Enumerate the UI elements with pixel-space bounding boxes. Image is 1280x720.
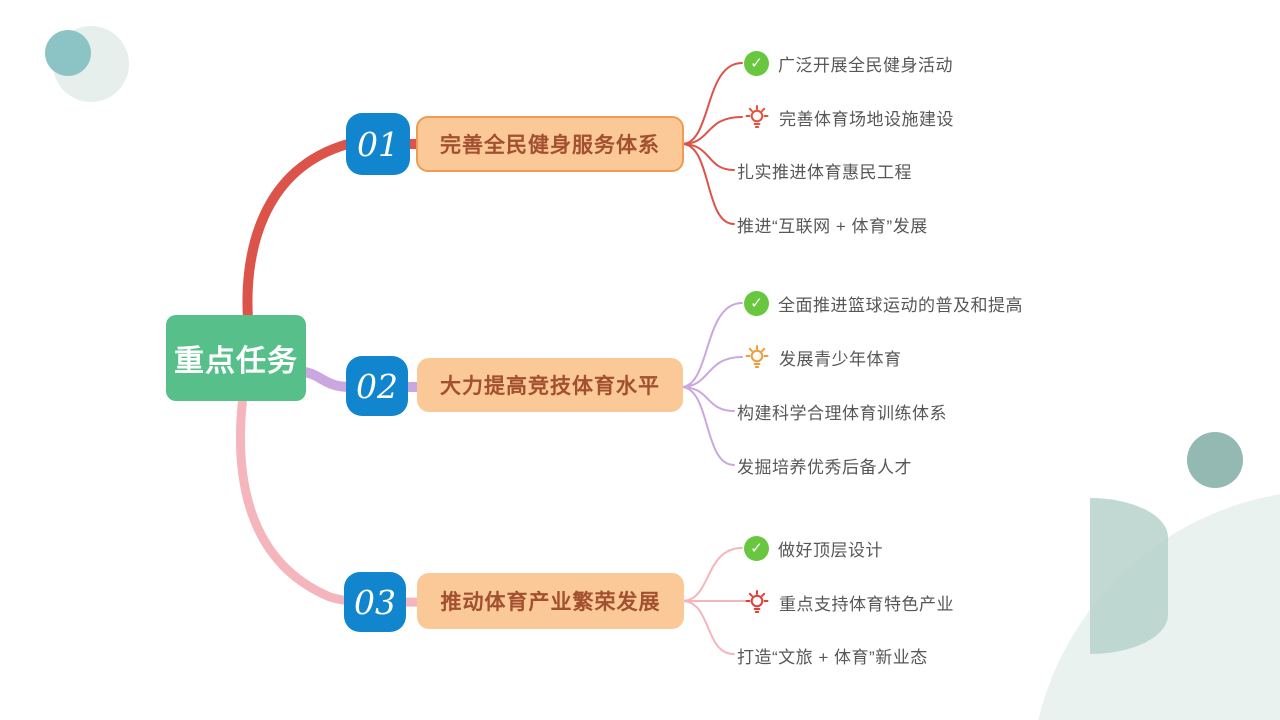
- bulb-icon: [745, 345, 769, 368]
- leaf-label: 发掘培养优秀后备人才: [737, 457, 912, 477]
- bulb-icon: [745, 105, 769, 128]
- branch1-leaf-2: 完善体育场地设施建设: [744, 102, 954, 132]
- branch2-number-box: 02: [346, 356, 408, 416]
- branch2-leaf1-line: [680, 302, 743, 388]
- check-icon: ✓: [744, 535, 769, 561]
- branch3-number-box: 03: [344, 572, 406, 632]
- branch1-leaf1-line: [681, 62, 743, 145]
- branch2-leaf4-line: [680, 386, 735, 466]
- branch1-title-box: 完善全民健身服务体系: [416, 116, 684, 172]
- leaf-label: 做好顶层设计: [778, 540, 883, 560]
- decor-half-circle-right: [1090, 498, 1168, 654]
- leaf-label: 构建科学合理体育训练体系: [737, 403, 947, 423]
- leaf-label: 广泛开展全民健身活动: [778, 55, 953, 75]
- branch2-leaf-1: ✓ 全面推进篮球运动的普及和提高: [744, 288, 1023, 318]
- branch1-leaf-4: 推进“互联网 + 体育”发展: [737, 209, 928, 239]
- branch3-number: 03: [354, 582, 396, 622]
- branch1-leaf3-line: [681, 143, 735, 171]
- branch2-leaf2-line: [680, 356, 743, 388]
- branch3-main-curve: [235, 391, 443, 607]
- branch2-number: 02: [356, 366, 398, 406]
- leaf-label: 重点支持体育特色产业: [779, 594, 954, 614]
- decor-circle-right-solid: [1187, 432, 1243, 488]
- branch1-number: 01: [357, 124, 399, 164]
- root-node: 重点任务: [166, 315, 306, 401]
- leaf-label: 发展青少年体育: [779, 349, 902, 369]
- branch1-leaf-3: 扎实推进体育惠民工程: [737, 155, 912, 185]
- branch3-title: 推动体育产业繁荣发展: [440, 591, 661, 614]
- branch3-leaf-2: 重点支持体育特色产业: [744, 587, 954, 617]
- branch1-main-curve: [242, 139, 443, 337]
- branch3-leaf-1: ✓ 做好顶层设计: [744, 533, 883, 563]
- leaf-label: 扎实推进体育惠民工程: [737, 162, 912, 182]
- branch3-title-box: 推动体育产业繁荣发展: [417, 573, 684, 629]
- branch3-leaf1-line: [681, 547, 743, 602]
- leaf-label: 推进“互联网 + 体育”发展: [737, 216, 928, 236]
- branch2-leaf3-line: [680, 386, 735, 412]
- check-icon: ✓: [744, 290, 769, 316]
- branch1-leaf2-line: [681, 116, 743, 145]
- branch1-leaf4-line: [681, 143, 735, 225]
- branch1-number-box: 01: [346, 113, 410, 175]
- branch2-title: 大力提高竞技体育水平: [440, 375, 660, 398]
- branch2-leaf-4: 发掘培养优秀后备人才: [737, 450, 912, 480]
- leaf-label: 打造“文旅 + 体育”新业态: [737, 647, 928, 667]
- root-node-label: 重点任务: [174, 345, 298, 378]
- branch2-leaf-2: 发展青少年体育: [744, 342, 902, 372]
- leaf-label: 全面推进篮球运动的普及和提高: [778, 295, 1023, 315]
- branch1-leaf-1: ✓ 广泛开展全民健身活动: [744, 48, 953, 78]
- leaf-label: 完善体育场地设施建设: [779, 109, 954, 129]
- branch2-title-box: 大力提高竞技体育水平: [417, 358, 683, 412]
- branch3-leaf-3: 打造“文旅 + 体育”新业态: [737, 640, 928, 670]
- check-icon: ✓: [744, 50, 769, 76]
- bulb-icon: [745, 590, 769, 613]
- branch1-title: 完善全民健身服务体系: [440, 134, 660, 157]
- branch2-leaf-3: 构建科学合理体育训练体系: [737, 396, 947, 426]
- branch3-leaf3-line: [681, 600, 735, 655]
- decor-circle-top-left-teal: [45, 30, 91, 76]
